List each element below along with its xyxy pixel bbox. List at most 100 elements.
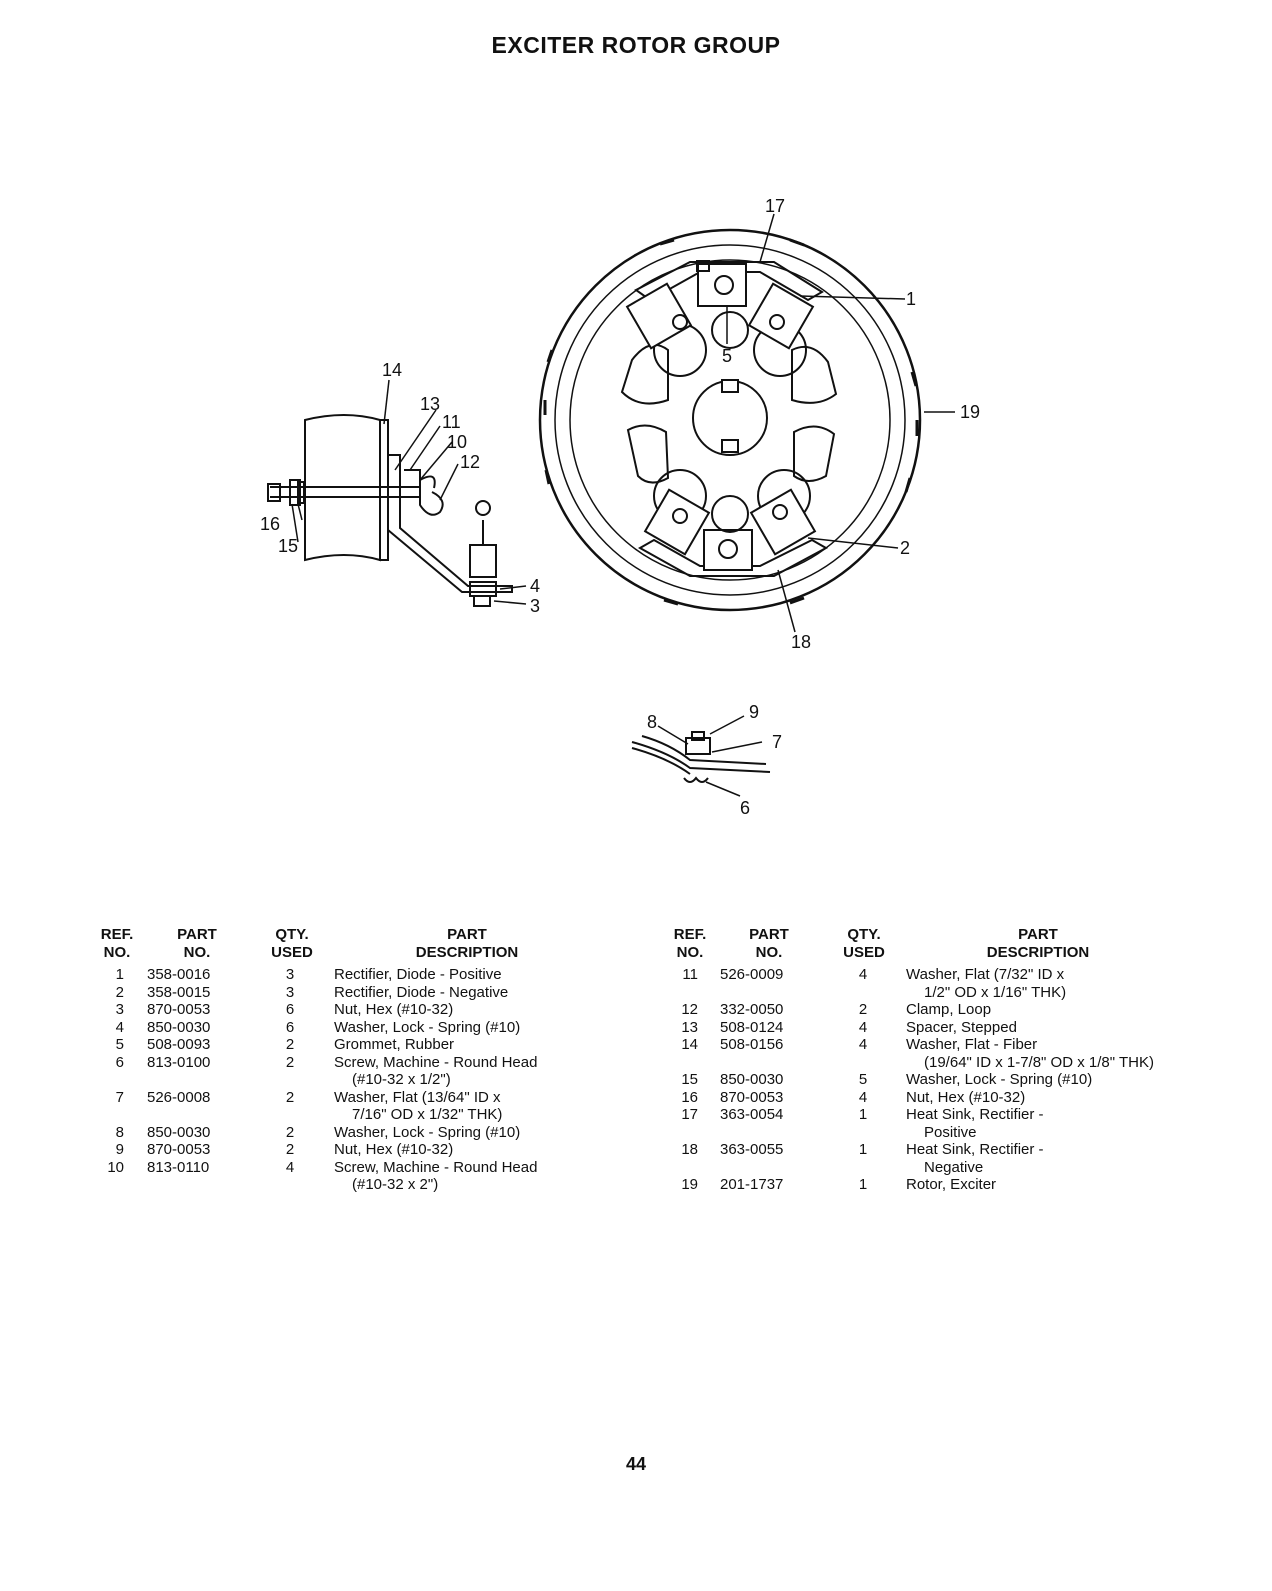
qty-used: 2 — [285, 1141, 295, 1158]
part-description: Heat Sink, Rectifier -Negative — [906, 1141, 1044, 1176]
qty-used: 3 — [285, 983, 295, 1001]
page-title: EXCITER ROTOR GROUP — [491, 32, 781, 58]
header-qty-used: QTY.USED — [843, 926, 885, 961]
page-number: 44 — [625, 1454, 647, 1474]
callout-16: 16 — [260, 514, 280, 534]
qty-used: 2 — [285, 1088, 295, 1106]
part-description: Washer, Lock - Spring (#10) — [906, 1071, 1093, 1088]
callout-10: 10 — [447, 432, 467, 452]
callout-2: 2 — [900, 538, 910, 558]
qty-used: 4 — [858, 1036, 868, 1053]
callout-11: 11 — [442, 412, 461, 432]
part-no: 508-0156 — [720, 1036, 784, 1053]
part-description: Clamp, Loop — [906, 1001, 992, 1018]
part-no: 813-0110 — [147, 1158, 210, 1176]
part-description: Screw, Machine - Round Head(#10-32 x 1/2… — [334, 1053, 538, 1089]
ref-no: 13 — [681, 1018, 698, 1036]
callout-4: 4 — [530, 576, 540, 596]
callout-7: 7 — [772, 732, 782, 752]
qty-used: 5 — [858, 1071, 868, 1088]
ref-no: 14 — [681, 1036, 698, 1053]
part-no: 850-0030 — [720, 1071, 784, 1088]
hardware-detail-view — [631, 731, 771, 783]
part-no: 850-0030 — [147, 1123, 211, 1141]
ref-no: 5 — [115, 1036, 124, 1053]
leader-lines — [291, 213, 955, 797]
ref-no: 11 — [682, 966, 698, 983]
callout-8: 8 — [647, 712, 657, 732]
qty-used: 1 — [858, 1176, 868, 1193]
qty-used: 1 — [858, 1106, 868, 1123]
qty-used: 2 — [285, 1053, 295, 1071]
exciter-rotor-diagram: 17 1 5 19 2 18 14 13 11 10 12 16 15 4 3 … — [260, 196, 980, 818]
qty-used: 3 — [285, 966, 295, 983]
ref-no: 17 — [681, 1106, 698, 1123]
callout-labels: 17 1 5 19 2 18 14 13 11 10 12 16 15 4 3 … — [260, 196, 980, 818]
part-description: Rectifier, Diode - Negative — [334, 983, 509, 1001]
part-description: Rotor, Exciter — [906, 1176, 997, 1193]
callout-15: 15 — [278, 536, 298, 556]
callout-18: 18 — [791, 632, 811, 652]
ref-no: 12 — [681, 1001, 698, 1018]
part-description: Washer, Lock - Spring (#10) — [334, 1018, 521, 1036]
part-description: Heat Sink, Rectifier -Positive — [906, 1106, 1044, 1141]
ref-no: 9 — [115, 1141, 124, 1158]
ref-no: 10 — [107, 1158, 124, 1176]
qty-used: 4 — [858, 1088, 868, 1106]
part-description: Screw, Machine - Round Head(#10-32 x 2") — [334, 1158, 538, 1194]
qty-used: 6 — [285, 1018, 295, 1036]
part-description: Washer, Lock - Spring (#10) — [334, 1123, 521, 1141]
side-view-assembly — [267, 414, 513, 607]
ref-no: 4 — [115, 1018, 124, 1036]
part-description: Grommet, Rubber — [334, 1036, 455, 1053]
callout-14: 14 — [382, 360, 402, 380]
part-description: Nut, Hex (#10-32) — [334, 1001, 454, 1018]
exciter-rotor-assembly — [538, 228, 922, 612]
callout-17: 17 — [765, 196, 785, 216]
part-no: 870-0053 — [147, 1141, 211, 1158]
part-no: 363-0054 — [720, 1106, 784, 1123]
part-no: 508-0093 — [147, 1036, 211, 1053]
qty-used: 1 — [858, 1141, 868, 1158]
qty-used: 2 — [285, 1036, 295, 1053]
part-no: 870-0053 — [147, 1001, 211, 1018]
qty-used: 2 — [285, 1123, 295, 1141]
part-no: 850-0030 — [147, 1018, 211, 1036]
part-no: 332-0050 — [720, 1001, 784, 1018]
callout-5: 5 — [722, 346, 732, 366]
qty-used: 6 — [285, 1001, 295, 1018]
qty-used: 4 — [858, 966, 868, 983]
part-no: 870-0053 — [720, 1088, 784, 1106]
ref-no: 3 — [115, 1001, 124, 1018]
callout-9: 9 — [749, 702, 759, 722]
ref-no: 15 — [681, 1071, 698, 1088]
ref-no: 6 — [115, 1053, 124, 1071]
ref-no: 1 — [115, 966, 124, 983]
callout-6: 6 — [740, 798, 750, 818]
ref-no: 8 — [115, 1123, 124, 1141]
ref-no: 16 — [681, 1088, 698, 1106]
part-no: 363-0055 — [720, 1141, 784, 1158]
qty-used: 2 — [858, 1001, 868, 1018]
part-description: Nut, Hex (#10-32) — [906, 1088, 1026, 1106]
callout-1: 1 — [906, 289, 916, 309]
part-description: Spacer, Stepped — [906, 1018, 1017, 1036]
ref-no: 7 — [115, 1088, 124, 1106]
part-no: 526-0009 — [720, 966, 784, 983]
callout-12: 12 — [460, 452, 480, 472]
callout-3: 3 — [530, 596, 540, 616]
part-no: 201-1737 — [720, 1176, 784, 1193]
part-no: 358-0016 — [147, 966, 211, 983]
ref-no: 18 — [681, 1141, 698, 1158]
qty-used: 4 — [285, 1158, 295, 1176]
part-description: Nut, Hex (#10-32) — [334, 1141, 454, 1158]
header-qty-used: QTY.USED — [271, 926, 313, 961]
header-ref-no: REF.NO. — [673, 926, 707, 961]
callout-19: 19 — [960, 402, 980, 422]
